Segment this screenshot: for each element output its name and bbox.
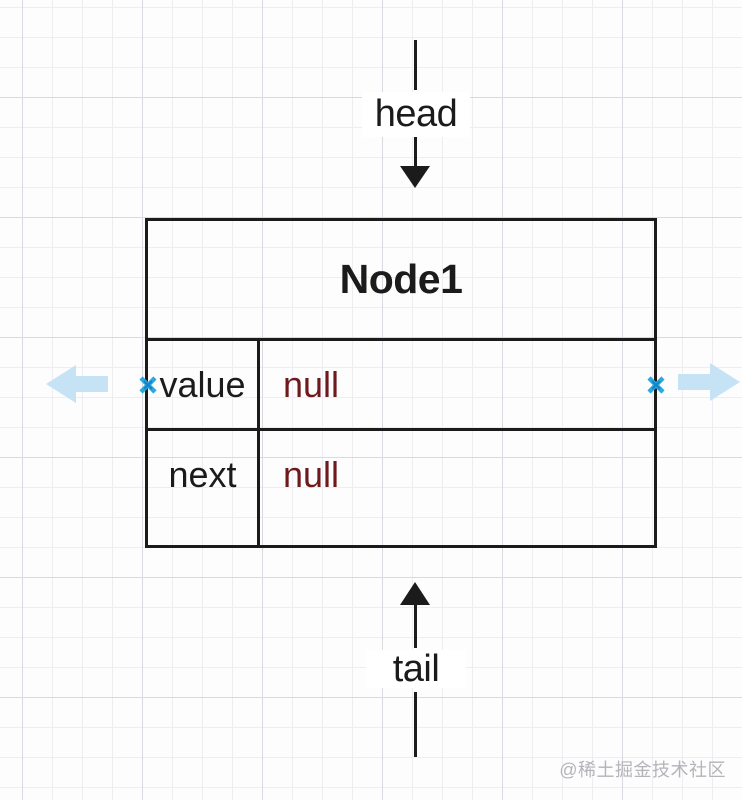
node-rows: value null next null [148,341,654,545]
node-row-value-value: null [260,341,654,431]
side-arrow-right-icon [678,363,740,401]
watermark-text: @稀土掘金技术社区 [559,760,726,780]
node-title: Node1 [148,221,654,341]
node-row-next-label: next [148,431,260,545]
head-label-text: head [374,93,458,135]
connection-point-left-icon [139,376,157,394]
side-arrow-left-icon [46,365,108,403]
tail-pointer-line [414,692,417,757]
head-arrow-down-icon [400,166,430,188]
tail-arrow-shaft [414,603,417,648]
node-row-value-label: value [148,341,260,431]
node-row-next-value: null [283,454,340,495]
tail-label: tail [366,647,466,690]
connection-point-right-icon [647,376,665,394]
tail-arrow-up-icon [400,582,430,605]
head-arrow-shaft [414,137,417,169]
head-label: head [362,92,470,137]
tail-label-text: tail [392,647,440,690]
head-pointer-line [414,40,417,90]
node-box: Node1 value null next null [145,218,657,548]
